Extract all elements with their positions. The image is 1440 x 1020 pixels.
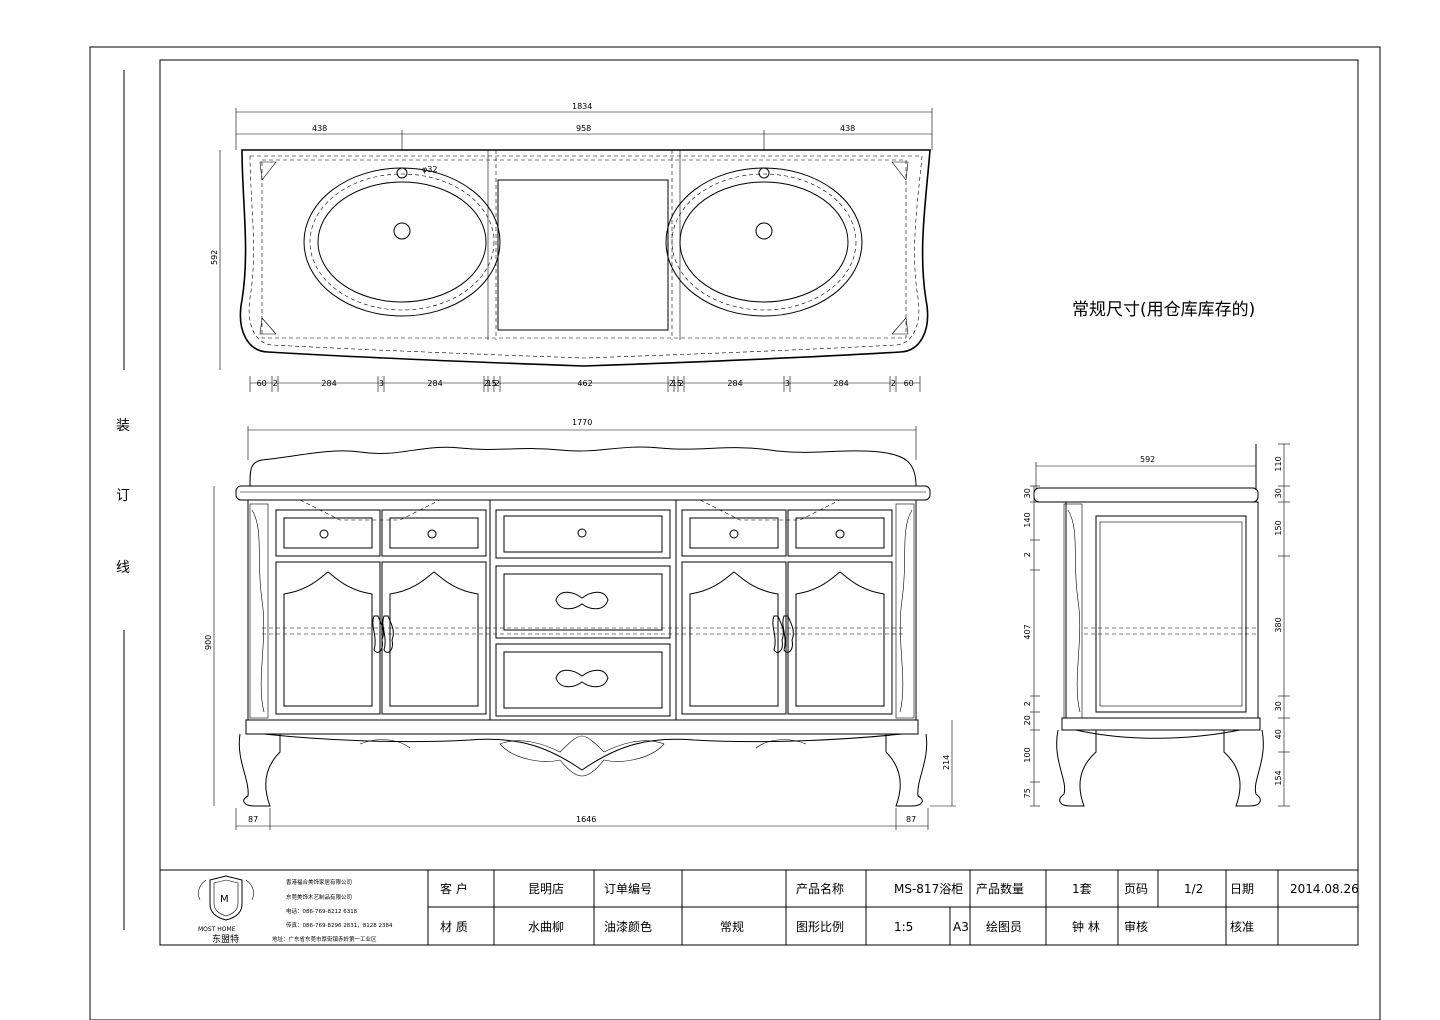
paper-size: A3: [953, 920, 969, 934]
check-label: 审核: [1124, 919, 1148, 934]
dim-top-bottom-seg: 2: [495, 379, 500, 388]
binding-char-2: 订: [116, 488, 130, 504]
drafter-value: 钟 林: [1072, 919, 1100, 934]
order-label: 订单编号: [604, 881, 652, 896]
dim-top-depth: 592: [210, 250, 219, 265]
side-view: 592 30 140 2 407 2 20 100 75 110 30 150 380 30 40 154: [1023, 443, 1290, 807]
product-value: MS-817浴柜: [894, 882, 963, 896]
page-label: 页码: [1124, 882, 1148, 896]
approve-label: 核准: [1230, 920, 1254, 934]
dim-top-bottom-seg: 15: [672, 379, 682, 388]
material-value: 水曲柳: [528, 920, 564, 934]
binding-char-3: 线: [116, 560, 130, 576]
dim-top-bottom-seg: 2: [273, 379, 278, 388]
dim-side-right: 30: [1274, 488, 1283, 498]
binding-line: 装 订 线: [116, 70, 130, 930]
dim-top-bottom-seg: 462: [577, 379, 592, 388]
outer-frame: [89, 46, 1381, 1020]
dim-top-bottom-seg: 2: [669, 379, 674, 388]
dim-top-bottom-seg: 3: [785, 379, 790, 388]
dim-base-width: 1646: [576, 815, 596, 824]
dim-side-left: 2: [1023, 701, 1032, 706]
dim-side-left: 140: [1023, 512, 1032, 527]
dim-top-bottom-seg: 2: [891, 379, 896, 388]
side-left-dims: 30 140 2 407 2 20 100 75: [1023, 485, 1040, 807]
drawing-heading: 常规尺寸(用仓库库存的): [1072, 300, 1255, 320]
dim-side-right: 30: [1274, 701, 1283, 711]
dim-top-bottom-seg: 284: [427, 379, 442, 388]
logo-cn: 东盟特: [212, 933, 239, 945]
title-block: M MOST HOME 东盟特 香港福合美饰家居有限公司 东莞美饰木艺制品有限公…: [198, 870, 1359, 945]
dim-front-top: 1770: [572, 418, 592, 427]
scale-value: 1:5: [894, 920, 913, 934]
dim-top-bottom-seg: 3: [379, 379, 384, 388]
dim-leg-height: 214: [942, 755, 951, 770]
dim-front-height: 900: [204, 635, 213, 650]
dim-top-bottom-seg: 284: [321, 379, 336, 388]
dim-side-left: 30: [1023, 488, 1032, 498]
svg-text:M: M: [220, 894, 229, 905]
top-view: 1834 438 958 438 φ32: [210, 102, 933, 392]
product-label: 产品名称: [796, 881, 844, 896]
qty-value: 1套: [1072, 882, 1092, 896]
dim-top-seg-3: 438: [840, 124, 855, 133]
binding-char-1: 装: [116, 418, 130, 434]
material-label: 材 质: [440, 920, 468, 934]
dim-side-right: 150: [1274, 520, 1283, 535]
drafter-label: 绘图员: [986, 919, 1022, 934]
company-line-4: 传真：086-769-8296 2831，8128 2384: [286, 921, 393, 929]
company-line-1: 香港福合美饰家居有限公司: [286, 878, 352, 886]
inner-frame: [159, 59, 1359, 946]
dim-top-overall: 1834: [572, 102, 592, 111]
company-line-5: 地址：广东省东莞市厚街镇赤岭第一工业区: [272, 935, 377, 943]
dim-top-seg-2: 958: [576, 124, 591, 133]
dim-base-left: 87: [248, 815, 258, 824]
dim-top-bottom-seg: 2: [679, 379, 684, 388]
dim-top-bottom-seg: 2: [484, 379, 489, 388]
date-value: 2014.08.26: [1290, 882, 1359, 896]
dim-side-left: 2: [1023, 552, 1032, 557]
company-line-2: 东莞美饰木艺制品有限公司: [286, 893, 352, 901]
customer-label: 客 户: [440, 881, 468, 896]
logo-en: MOST HOME: [198, 926, 236, 933]
dim-side-width: 592: [1140, 455, 1155, 464]
company-logo: M MOST HOME 东盟特: [198, 875, 254, 945]
dim-top-bottom-seg: 284: [727, 379, 742, 388]
customer-value: 昆明店: [528, 882, 564, 896]
dim-top-bottom-seg: 60: [257, 379, 267, 388]
date-label: 日期: [1230, 882, 1254, 896]
dim-top-bottom-seg: 284: [833, 379, 848, 388]
finish-value: 常规: [720, 919, 744, 934]
dim-side-left: 20: [1023, 715, 1032, 725]
finish-label: 油漆颜色: [604, 919, 652, 934]
dim-base-right: 87: [906, 815, 916, 824]
qty-label: 产品数量: [976, 881, 1024, 896]
dim-side-left: 407: [1023, 624, 1032, 639]
dim-side-right: 40: [1274, 729, 1283, 739]
dim-side-right: 154: [1274, 770, 1283, 785]
dim-side-right: 110: [1274, 456, 1283, 471]
dim-top-seg-1: 438: [312, 124, 327, 133]
dim-top-bottom-seg: 60: [904, 379, 914, 388]
dim-hole: φ32: [422, 165, 437, 174]
front-view: 1770: [204, 418, 956, 830]
dim-side-left: 100: [1023, 747, 1032, 762]
page-value: 1/2: [1184, 882, 1203, 896]
dim-side-right: 380: [1274, 617, 1283, 632]
dim-top-bottom-seg: 15: [487, 379, 497, 388]
side-right-dims: 110 30 150 380 30 40 154: [1274, 443, 1290, 807]
scale-label: 图形比例: [796, 920, 844, 934]
company-line-3: 电话：086-769-8212 6318: [286, 907, 358, 915]
dim-side-left: 75: [1023, 788, 1032, 798]
